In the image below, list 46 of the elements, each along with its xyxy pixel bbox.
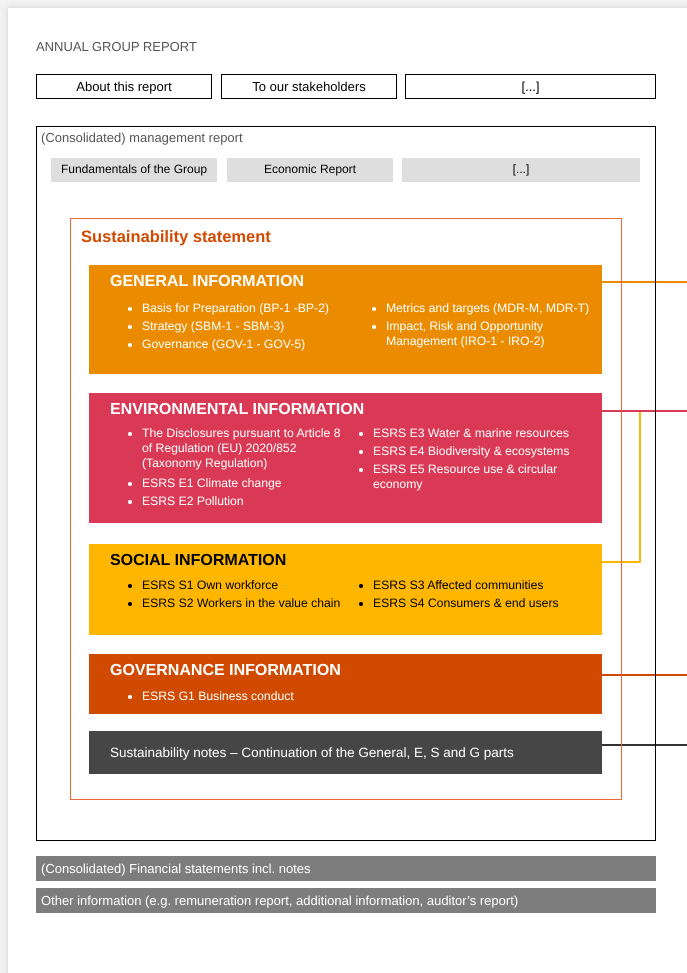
tab-label: Fundamentals of the Group xyxy=(60,162,208,177)
connector-line xyxy=(602,281,687,283)
statement-heading: Sustainability statement xyxy=(81,228,271,247)
bullet-item: ESRS E2 Pollution xyxy=(126,494,361,509)
tab-label: [...] xyxy=(520,79,541,94)
frame-heading: (Consolidated) management report xyxy=(41,130,243,145)
section-tab xyxy=(221,74,397,99)
chapter-tab xyxy=(402,158,640,182)
bullet-item: Impact, Risk and Opportunity Management (IRO-1 - IRO-2) xyxy=(370,319,595,349)
statement-frame xyxy=(70,218,622,800)
report-bar xyxy=(36,888,656,913)
bullet-item: ESRS E4 Biodiversity & ecosystems xyxy=(357,444,597,459)
bullet-item: Metrics and targets (MDR-M, MDR-T) xyxy=(370,301,600,316)
notes-text: Sustainability notes – Continuation of the General, E, S and G parts xyxy=(110,745,514,760)
panel-heading: GOVERNANCE INFORMATION xyxy=(110,662,341,680)
notes-bar xyxy=(89,731,602,774)
chapter-tab xyxy=(227,158,393,182)
panel-heading: SOCIAL INFORMATION xyxy=(110,552,286,570)
bullet-item: Governance (GOV-1 - GOV-5) xyxy=(126,337,366,352)
chapter-tab xyxy=(51,158,217,182)
report-frame xyxy=(36,126,656,841)
bullet-item: ESRS G1 Business conduct xyxy=(126,689,426,704)
information-panel xyxy=(89,393,602,523)
connector-line xyxy=(602,674,687,676)
section-tab xyxy=(36,74,212,99)
information-panel xyxy=(89,265,602,374)
bullet-item: ESRS E3 Water & marine resources xyxy=(357,426,597,441)
tab-label: About this report xyxy=(75,79,173,94)
report-title: ANNUAL GROUP REPORT xyxy=(36,39,197,54)
bullet-item: The Disclosures pursuant to Article 8 of Regulation (EU) 2020/852 (Taxonomy Regulation) xyxy=(126,426,348,471)
panel-heading: ENVIRONMENTAL INFORMATION xyxy=(110,401,364,419)
report-bar xyxy=(36,856,656,881)
section-tab xyxy=(405,74,656,99)
tab-label: Economic Report xyxy=(262,162,358,177)
bullet-item: Basis for Preparation (BP-1 -BP-2) xyxy=(126,301,366,316)
connector-line xyxy=(602,412,641,563)
bar-text: (Consolidated) Financial statements incl. notes xyxy=(41,861,311,876)
connector-line xyxy=(602,744,687,746)
connector-line xyxy=(602,410,687,412)
tab-label: [...] xyxy=(512,162,530,177)
information-panel xyxy=(89,544,602,635)
bullet-item: Strategy (SBM-1 - SBM-3) xyxy=(126,319,366,334)
bar-text: Other information (e.g. remuneration report, additional information, auditor’s report) xyxy=(41,893,518,908)
tab-label: To our stakeholders xyxy=(251,79,367,94)
panel-heading: GENERAL INFORMATION xyxy=(110,273,304,291)
information-panel xyxy=(89,654,602,714)
